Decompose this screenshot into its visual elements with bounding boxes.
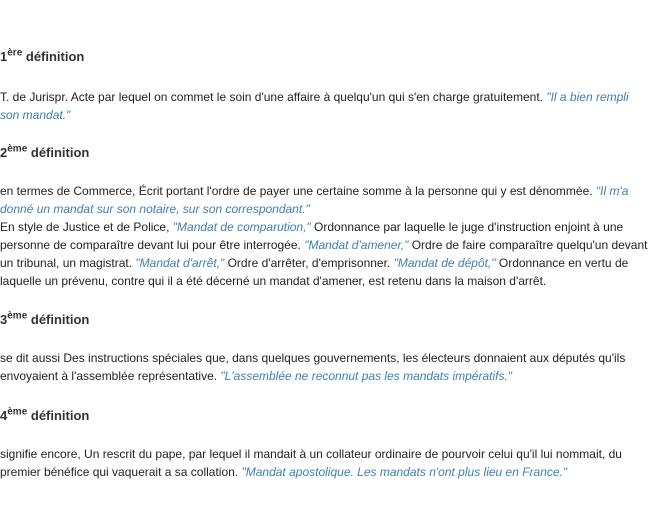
definition-heading-4: 4ème définition	[0, 407, 89, 425]
definition-word: définition	[30, 312, 90, 327]
definition-word: définition	[30, 408, 90, 423]
definition-word: définition	[30, 145, 90, 160]
definition-text: se dit aussi Des instructions spéciales …	[0, 351, 626, 383]
definition-text: en termes de Commerce, Écrit portant l'o…	[0, 184, 596, 198]
usage-example: "Mandat d'amener,"	[304, 238, 409, 252]
definition-text: signifie encore, Un rescrit du pape, par…	[0, 447, 622, 479]
usage-example: "Mandat de comparution,"	[172, 220, 311, 234]
definition-text: En style de Justice et de Police,	[0, 220, 173, 234]
definition-text: Ordonnance par laquelle le juge d'instru…	[0, 220, 624, 252]
definition-text: Ordre de faire comparaître quelqu'un dev…	[0, 238, 648, 270]
usage-example: "Il m'a donné un mandat sur son notaire,…	[0, 184, 629, 216]
definition-number: 4	[0, 408, 8, 423]
usage-example: "Mandat d'arrêt,"	[135, 256, 225, 270]
definition-text: Ordre d'arrêter, d'emprisonner.	[224, 256, 394, 270]
definition-body-1: T. de Jurispr. Acte par lequel on commet…	[0, 88, 650, 124]
ordinal-suffix: ème	[7, 406, 28, 418]
definition-heading-2: 2ème définition	[0, 144, 89, 162]
usage-example: "L'assemblée ne reconnut pas les mandats…	[220, 369, 513, 383]
definition-body-3: se dit aussi Des instructions spéciales …	[0, 349, 650, 385]
definition-heading-3: 3ème définition	[0, 311, 89, 329]
definition-body-4: signifie encore, Un rescrit du pape, par…	[0, 445, 650, 481]
definition-number: 2	[0, 145, 8, 160]
definition-number: 1	[0, 49, 8, 64]
ordinal-suffix: ème	[7, 143, 28, 155]
ordinal-suffix: ère	[7, 47, 23, 59]
definition-heading-1: 1ère définition	[0, 48, 84, 66]
definition-text: Ordonnance en vertu de laquelle un préve…	[0, 256, 629, 288]
definition-number: 3	[0, 312, 8, 327]
usage-example: "Mandat de dépôt,"	[393, 256, 496, 270]
definition-word: définition	[25, 49, 85, 64]
ordinal-suffix: ème	[7, 310, 28, 322]
definition-text: T. de Jurispr. Acte par lequel on commet…	[0, 90, 547, 104]
usage-example: "Mandat apostolique. Les mandats n'ont p…	[241, 465, 568, 479]
usage-example: "Il a bien rempli son mandat."	[0, 90, 629, 122]
definition-body-2: en termes de Commerce, Écrit portant l'o…	[0, 182, 650, 290]
